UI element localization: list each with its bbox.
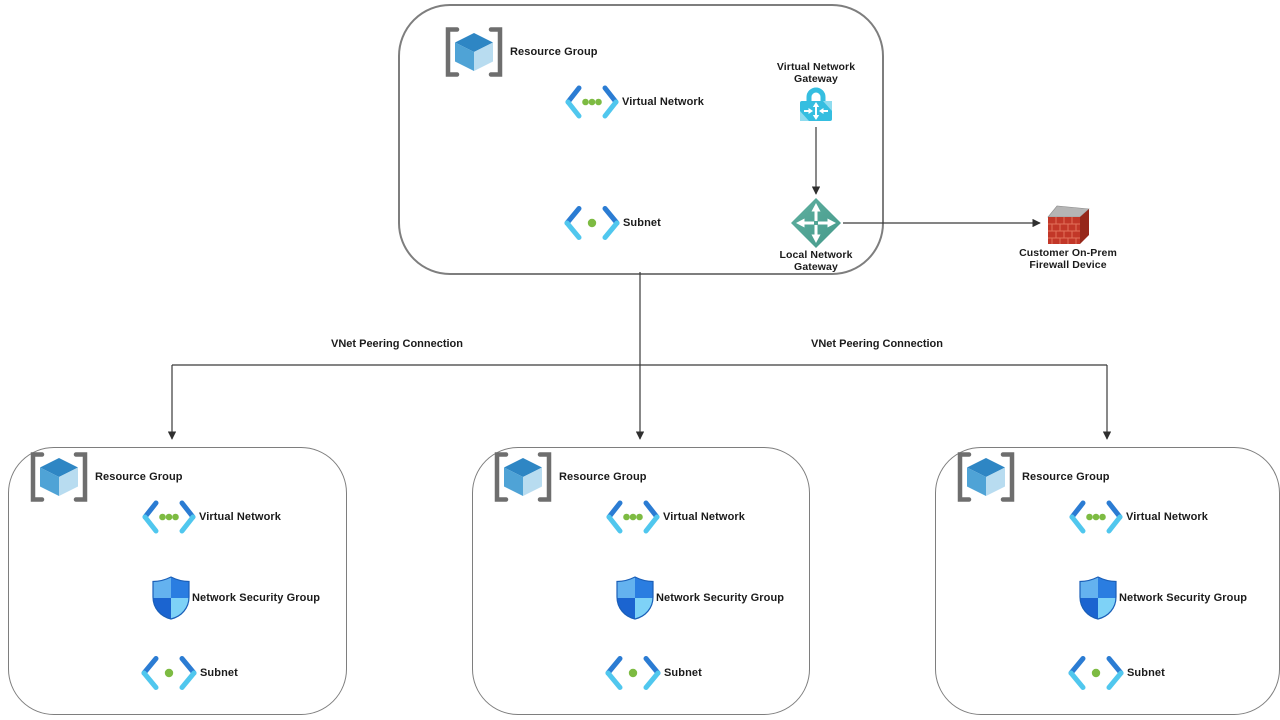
firewall-icon: [1044, 201, 1092, 247]
network-security-group-label: Network Security Group: [192, 592, 321, 604]
vnet-peering-label-left: VNet Peering Connection: [330, 338, 464, 350]
vnet-peering-label-right: VNet Peering Connection: [810, 338, 944, 350]
virtual-network-icon: [605, 500, 661, 534]
virtual-network-label: Virtual Network: [1126, 511, 1208, 523]
subnet-icon: [604, 655, 662, 691]
resource-group-icon: [25, 451, 93, 503]
resource-group-icon: [440, 26, 508, 78]
virtual-network-label: Virtual Network: [622, 96, 704, 108]
virtual-network-gateway-icon: [797, 86, 835, 124]
spoke-subnet-node: Subnet: [1067, 655, 1165, 691]
firewall-node: Customer On-Prem Firewall Device: [1013, 201, 1123, 271]
virtual-network-icon: [564, 85, 620, 119]
spoke-virtual-network-node: Virtual Network: [1068, 500, 1208, 534]
virtual-network-label: Virtual Network: [663, 511, 745, 523]
spoke-subnet-node: Subnet: [604, 655, 702, 691]
firewall-label: Customer On-Prem Firewall Device: [1019, 247, 1117, 271]
network-security-group-label: Network Security Group: [656, 592, 785, 604]
subnet-label: Subnet: [664, 667, 702, 679]
local-network-gateway-icon: [790, 197, 842, 249]
spoke-resource-group-box: Resource Group Virtual Network: [935, 447, 1280, 715]
network-security-group-label: Network Security Group: [1119, 592, 1248, 604]
resource-group-label: Resource Group: [95, 471, 183, 483]
network-security-group-icon: [152, 576, 190, 620]
hub-virtual-network-node: Virtual Network: [564, 85, 704, 119]
virtual-network-gateway-label: Virtual Network Gateway: [776, 61, 856, 85]
spoke-nsg-node: Network Security Group: [1079, 576, 1247, 620]
spoke-virtual-network-node: Virtual Network: [141, 500, 281, 534]
resource-group-label: Resource Group: [510, 46, 598, 58]
spoke-subnet-node: Subnet: [140, 655, 238, 691]
resource-group-label: Resource Group: [559, 471, 647, 483]
network-security-group-icon: [1079, 576, 1117, 620]
local-network-gateway-label: Local Network Gateway: [779, 249, 853, 273]
subnet-label: Subnet: [1127, 667, 1165, 679]
network-security-group-icon: [616, 576, 654, 620]
spoke-resource-group-node: Resource Group: [489, 451, 647, 503]
virtual-network-icon: [1068, 500, 1124, 534]
resource-group-icon: [952, 451, 1020, 503]
spoke-resource-group-node: Resource Group: [25, 451, 183, 503]
subnet-icon: [140, 655, 198, 691]
subnet-icon: [563, 205, 621, 241]
resource-group-label: Resource Group: [1022, 471, 1110, 483]
virtual-network-label: Virtual Network: [199, 511, 281, 523]
subnet-label: Subnet: [200, 667, 238, 679]
hub-subnet-node: Subnet: [563, 205, 661, 241]
spoke-nsg-node: Network Security Group: [152, 576, 320, 620]
virtual-network-icon: [141, 500, 197, 534]
local-network-gateway-node: Local Network Gateway: [766, 197, 866, 273]
spoke-virtual-network-node: Virtual Network: [605, 500, 745, 534]
virtual-network-gateway-node: Virtual Network Gateway: [768, 61, 864, 124]
spoke-resource-group-box: Resource Group Virtual Network: [8, 447, 347, 715]
subnet-icon: [1067, 655, 1125, 691]
spoke-resource-group-box: Resource Group Virtual Network: [472, 447, 810, 715]
spoke-nsg-node: Network Security Group: [616, 576, 784, 620]
subnet-label: Subnet: [623, 217, 661, 229]
spoke-resource-group-node: Resource Group: [952, 451, 1110, 503]
resource-group-icon: [489, 451, 557, 503]
hub-resource-group-node: Resource Group: [440, 26, 598, 78]
